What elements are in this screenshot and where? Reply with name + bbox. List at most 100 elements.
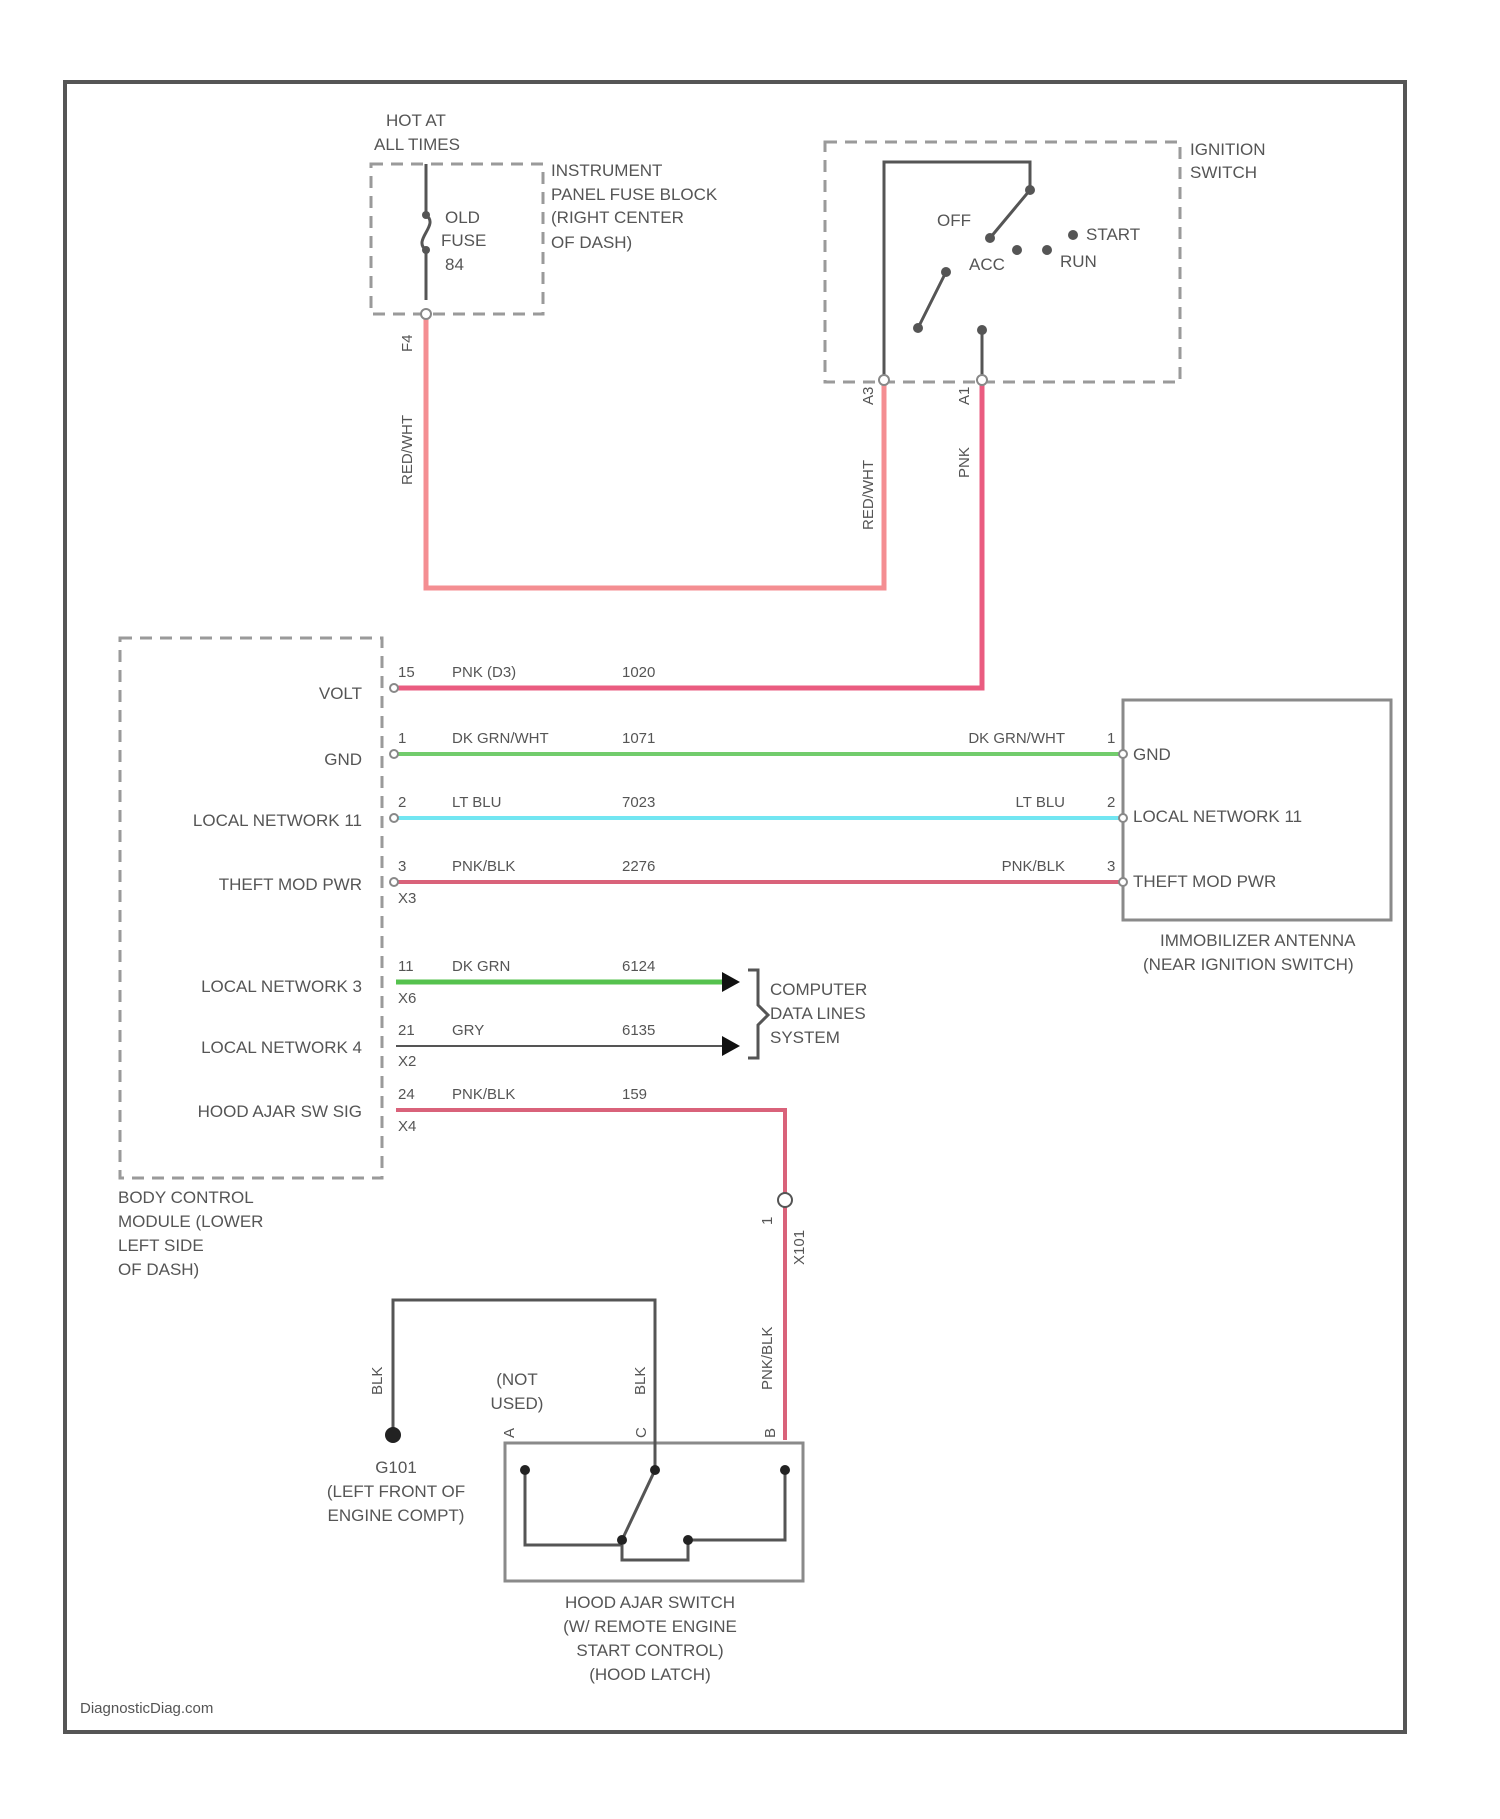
bcm-subpin-network-3: X6 xyxy=(398,990,416,1007)
fuse-label-1: OLD xyxy=(445,208,480,227)
fuse-symbol xyxy=(422,164,430,300)
hood-switch-title-3: START CONTROL) xyxy=(576,1641,723,1660)
bcm-pin-network-11: 2 xyxy=(398,794,406,811)
hot-label-1: HOT AT xyxy=(386,111,446,130)
ignition-internal-wiring xyxy=(884,162,1030,375)
bcm-connector-theft xyxy=(390,878,398,886)
bcm-box xyxy=(120,638,382,1178)
circuit-gnd: 1071 xyxy=(622,730,655,747)
bcm-rows: VOLT 15 PNK (D3) 1020 GND 1 DK GRN/WHT 1… xyxy=(193,664,1123,1440)
ignition-title-2: SWITCH xyxy=(1190,163,1257,182)
connector-pin-1: 1 xyxy=(759,1217,776,1225)
wire-color-label-2: RED/WHT xyxy=(860,460,877,530)
switch-terminal-b xyxy=(780,1465,790,1475)
bcm-label-hood: HOOD AJAR SW SIG xyxy=(198,1102,362,1121)
wire-color-label-3: PNK xyxy=(956,447,973,478)
wire-color-label-1: RED/WHT xyxy=(399,415,416,485)
immobilizer-connector-network xyxy=(1119,814,1127,822)
ignition-pin-a3: A3 xyxy=(860,387,877,405)
ground-label-2: (LEFT FRONT OF xyxy=(327,1482,465,1501)
data-lines-bracket xyxy=(748,970,768,1058)
bcm-label-gnd: GND xyxy=(324,750,362,769)
immobilizer-title-1: IMMOBILIZER ANTENNA xyxy=(1160,931,1356,950)
bcm-title-3: LEFT SIDE xyxy=(118,1236,204,1255)
bcm-title-4: OF DASH) xyxy=(118,1260,199,1279)
ignition-position-acc: ACC xyxy=(969,255,1005,274)
hood-switch-title-1: HOOD AJAR SWITCH xyxy=(565,1593,735,1612)
bcm-connector-volt xyxy=(390,684,398,692)
wire-color-network-3: DK GRN xyxy=(452,958,510,975)
switch-pin-c: C xyxy=(633,1427,650,1438)
circuit-volt: 1020 xyxy=(622,664,655,681)
fuse-pin-label: F4 xyxy=(399,334,416,352)
switch-pin-a: A xyxy=(501,1428,518,1438)
fuse-block-title-2: PANEL FUSE BLOCK xyxy=(551,185,718,204)
bcm-title-2: MODULE (LOWER xyxy=(118,1212,263,1231)
bcm-pin-theft: 3 xyxy=(398,858,406,875)
not-used-label-2: USED) xyxy=(491,1394,544,1413)
not-used-label-1: (NOT xyxy=(496,1370,538,1389)
data-lines-group: COMPUTER DATA LINES SYSTEM xyxy=(748,970,867,1058)
wire-color-theft: PNK/BLK xyxy=(452,858,515,875)
circuit-theft: 2276 xyxy=(622,858,655,875)
wire-color-gnd: DK GRN/WHT xyxy=(452,730,549,747)
connector-pin-x101: X101 xyxy=(791,1230,808,1265)
circuit-network-4: 6135 xyxy=(622,1022,655,1039)
bcm-label-network-4: LOCAL NETWORK 4 xyxy=(201,1038,362,1057)
fuse-block-title-3: (RIGHT CENTER xyxy=(551,208,684,227)
switch-wire-color: BLK xyxy=(632,1367,649,1395)
wire-fuse-to-ignition xyxy=(426,314,884,588)
fuse-block-title-1: INSTRUMENT xyxy=(551,161,662,180)
inline-connector xyxy=(778,1193,792,1207)
ignition-connector-a1 xyxy=(977,375,987,385)
far-pin-gnd: 1 xyxy=(1107,730,1115,747)
hood-switch-title-2: (W/ REMOTE ENGINE xyxy=(563,1617,737,1636)
immobilizer-connector-gnd xyxy=(1119,750,1127,758)
switch-terminal-a xyxy=(520,1465,530,1475)
ignition-title-1: IGNITION xyxy=(1190,140,1266,159)
bcm-connector-network-11 xyxy=(390,814,398,822)
ignition-position-start: START xyxy=(1086,225,1140,244)
data-lines-label-3: SYSTEM xyxy=(770,1028,840,1047)
data-lines-label-1: COMPUTER xyxy=(770,980,867,999)
ground-wire-color: BLK xyxy=(369,1367,386,1395)
bcm-pin-volt: 15 xyxy=(398,664,415,681)
switch-internal-wiring xyxy=(525,1440,785,1560)
wire-color-hood: PNK/BLK xyxy=(452,1086,515,1103)
diagram-border xyxy=(65,82,1405,1732)
ignition-pin-a1: A1 xyxy=(956,387,973,405)
immobilizer-label-network: LOCAL NETWORK 11 xyxy=(1133,807,1302,826)
fuse-connector xyxy=(421,309,431,319)
ignition-contact-4 xyxy=(977,325,987,335)
data-lines-label-2: DATA LINES xyxy=(770,1004,866,1023)
ignition-contact-off xyxy=(985,233,995,243)
ignition-contact-3 xyxy=(913,323,923,333)
bcm-pin-network-4: 21 xyxy=(398,1022,415,1039)
bcm-pin-network-3: 11 xyxy=(398,958,414,975)
bcm-subpin-theft: X3 xyxy=(398,890,416,907)
hood-wire-color: PNK/BLK xyxy=(759,1327,776,1390)
ignition-contact-2 xyxy=(941,267,951,277)
immobilizer-label-theft: THEFT MOD PWR xyxy=(1133,872,1276,891)
hood-switch-title-4: (HOOD LATCH) xyxy=(589,1665,711,1684)
ground-label-1: G101 xyxy=(375,1458,417,1477)
ignition-position-run: RUN xyxy=(1060,252,1097,271)
switch-contact-1 xyxy=(617,1535,627,1545)
circuit-hood: 159 xyxy=(622,1086,647,1103)
ignition-contact-start xyxy=(1068,230,1078,240)
bcm-label-theft: THEFT MOD PWR xyxy=(219,875,362,894)
circuit-network-3: 6124 xyxy=(622,958,655,975)
ignition-contact-run xyxy=(1042,245,1052,255)
far-color-gnd: DK GRN/WHT xyxy=(968,730,1065,747)
fuse-contact-bottom xyxy=(422,246,430,254)
bcm-subpin-network-4: X2 xyxy=(398,1053,416,1070)
bcm-label-network-11: LOCAL NETWORK 11 xyxy=(193,811,362,830)
far-pin-network-11: 2 xyxy=(1107,794,1115,811)
ground-point xyxy=(385,1427,401,1443)
bcm-title-1: BODY CONTROL xyxy=(118,1188,254,1207)
bcm-pin-hood: 24 xyxy=(398,1086,415,1103)
switch-terminal-c xyxy=(650,1465,660,1475)
top-wiring: RED/WHT RED/WHT PNK xyxy=(396,314,982,688)
